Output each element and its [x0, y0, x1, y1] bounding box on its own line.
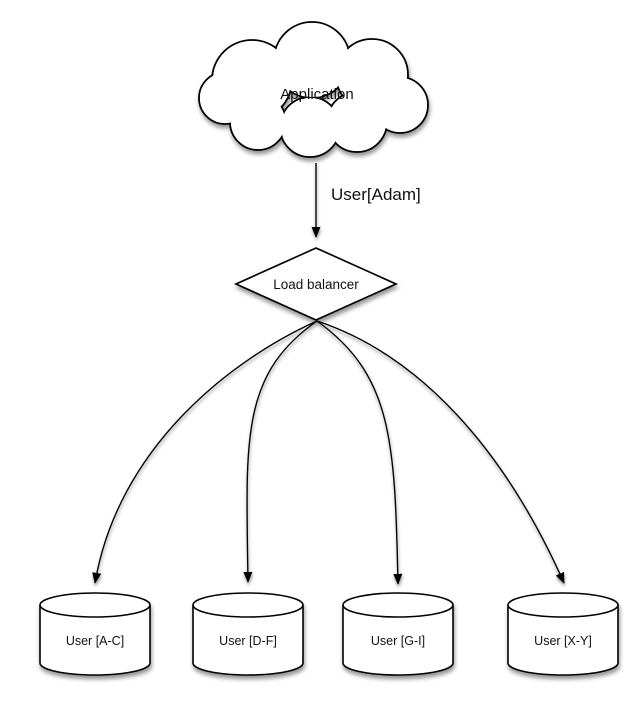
loadbalancer-to-db4-arrow	[316, 320, 565, 584]
app-to-loadbalancer-edge-label: User[Adam]	[331, 185, 421, 204]
database-cylinder-1	[39, 592, 151, 676]
application-label: Application	[280, 86, 353, 103]
database-cylinder-2	[192, 592, 304, 676]
database-label-3: User [G-I]	[371, 634, 425, 648]
edges-layer	[92, 163, 565, 585]
database-cylinder-3	[342, 592, 454, 676]
loadbalancer-to-db1-arrow	[92, 320, 318, 584]
load-balancer-label: Load balancer	[273, 277, 359, 292]
loadbalancer-to-db2-arrow	[243, 320, 318, 583]
database-label-1: User [A-C]	[66, 634, 124, 648]
load-balancer-diamond	[233, 247, 399, 321]
database-label-2: User [D-F]	[219, 634, 277, 648]
database-cylinder-4	[507, 592, 619, 676]
loadbalancer-to-db3-arrow	[316, 320, 403, 585]
application-cloud	[198, 21, 429, 158]
database-label-4: User [X-Y]	[534, 634, 592, 648]
